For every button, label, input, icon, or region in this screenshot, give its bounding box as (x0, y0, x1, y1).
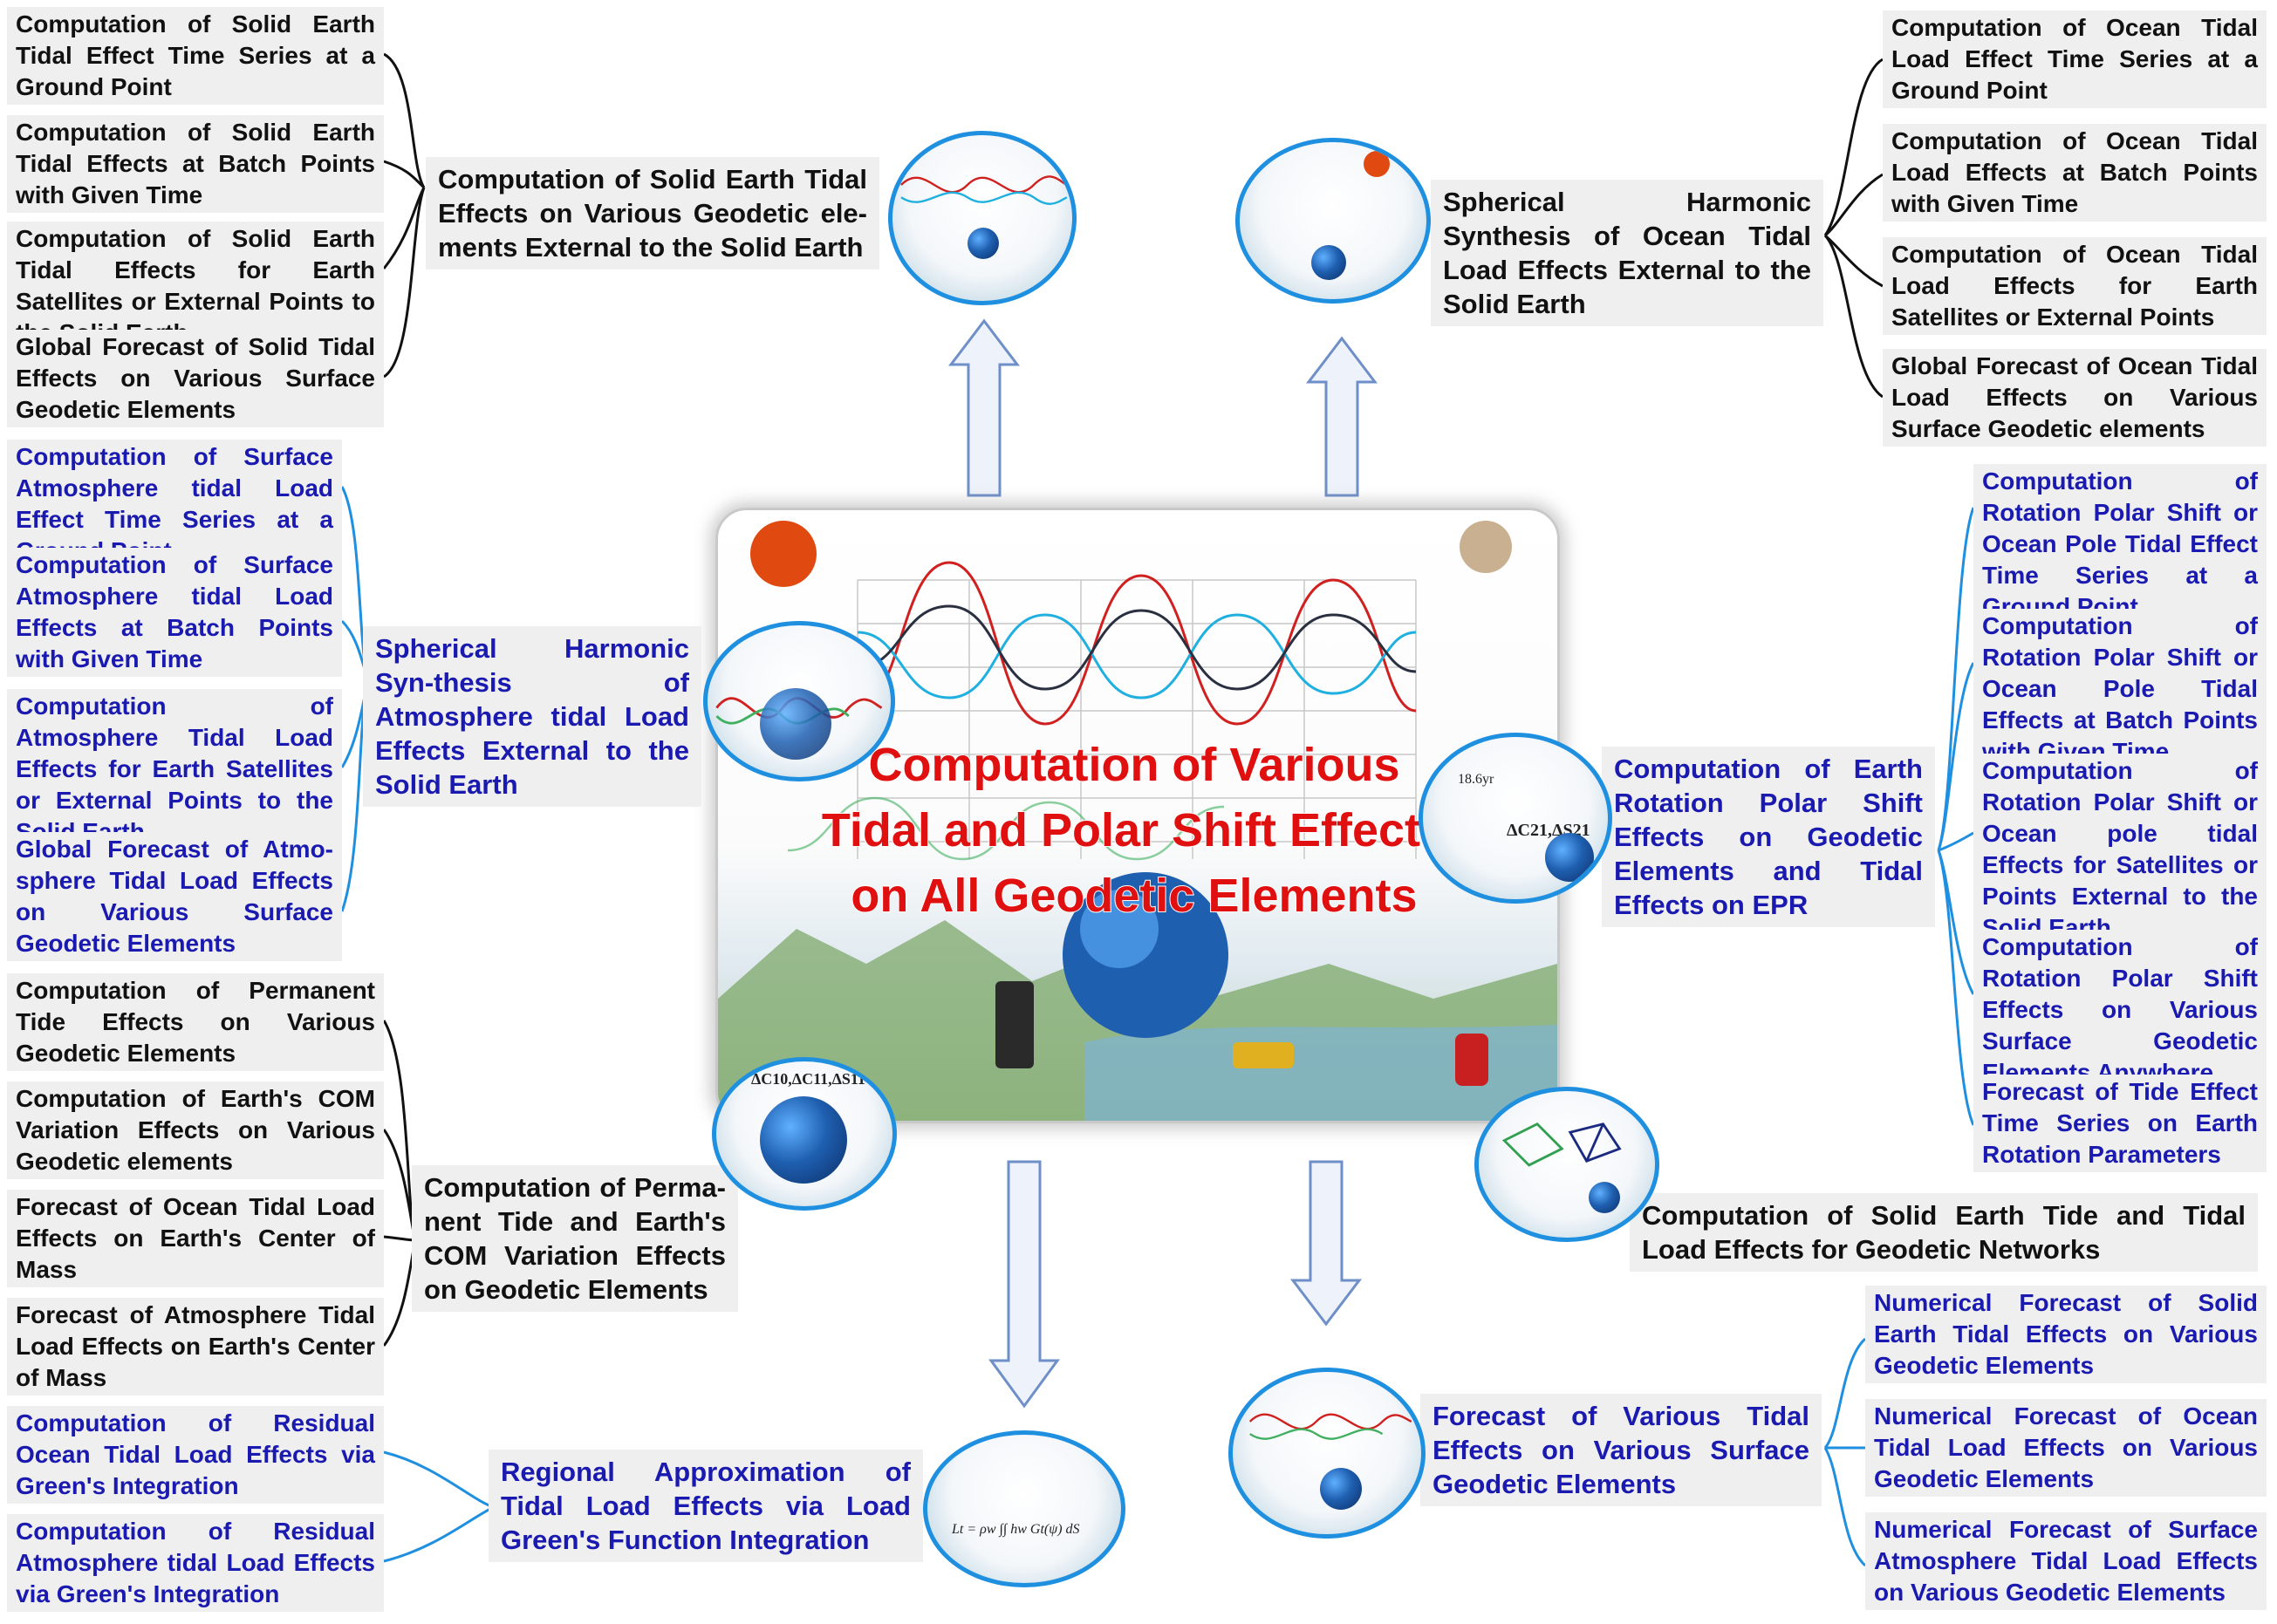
earth-globe-icon (1545, 833, 1594, 882)
center-title-line2: Tidal and Polar Shift Effects (750, 798, 1518, 863)
arrow-up-left (951, 321, 1017, 495)
circle-forecast (1228, 1368, 1426, 1539)
list-item-rotation-1: Computation of Rotation Polar Shift or O… (1973, 464, 2267, 624)
arrow-down-right (1293, 1162, 1359, 1324)
bracket-left-solid (384, 54, 424, 377)
hub-networks: Computation of Solid Earth Tide and Tida… (1630, 1193, 2258, 1272)
earth-globe-icon (1320, 1468, 1362, 1510)
list-item-ocean-2: Computation of Ocean Tidal Load Effects … (1883, 124, 2267, 222)
hub-permanent: Computation of Perma-nent Tide and Earth… (412, 1165, 738, 1312)
hub-atmosphere: Spherical Harmonic Syn-thesis of Atmosph… (363, 626, 701, 807)
list-item-rotation-5: Forecast of Tide Effect Time Series on E… (1973, 1075, 2267, 1172)
earth-globe-icon (760, 688, 831, 760)
circle-ocean-tidal (1235, 138, 1431, 304)
circle-networks (1474, 1087, 1659, 1242)
gravimeter-icon (995, 981, 1034, 1068)
list-item-rotation-4: Computation of Rotation Polar Shift Effe… (1973, 930, 2267, 1090)
list-item-regional-2: Computation of Residual Atmosphere tidal… (7, 1514, 384, 1612)
hub-solid-earth: Computation of Solid Earth Tidal Effects… (426, 157, 879, 270)
center-wave-red (858, 563, 1416, 724)
permanent-label-coeffs: ΔC10,ΔC11,ΔS11 (751, 1070, 865, 1088)
list-item-perm-2: Computation of Earth's COM Variation Eff… (7, 1082, 384, 1179)
earth-globe-icon (968, 228, 999, 259)
bracket-right-forecast (1825, 1339, 1865, 1566)
hub-forecast: Forecast of Various Tidal Effects on Var… (1420, 1394, 1822, 1506)
circle-atmosphere (703, 621, 895, 781)
bracket-right-ocean (1825, 59, 1883, 397)
list-item-ocean-4: Global Forecast of Ocean Tidal Load Effe… (1883, 349, 2267, 447)
list-item-ocean-1: Computation of Ocean Tidal Load Effect T… (1883, 10, 2267, 108)
list-item-perm-1: Computation of Permanent Tide Effects on… (7, 973, 384, 1071)
jupiter-icon (1460, 521, 1512, 573)
hub-rotation: Computation of Earth Rotation Polar Shif… (1602, 747, 1935, 927)
center-wave-dark (858, 606, 1416, 689)
hub-ocean-tidal: Spherical Harmonic Synthesis of Ocean Ti… (1431, 180, 1823, 326)
list-item-perm-4: Forecast of Atmosphere Tidal Load Effect… (7, 1298, 384, 1395)
sun-icon (1364, 151, 1390, 177)
center-title-line3: on All Geodetic Elements (750, 863, 1518, 929)
sun-icon (750, 521, 817, 587)
list-item-ocean-3: Computation of Ocean Tidal Load Effects … (1883, 237, 2267, 335)
circle-regional: Lt = ρw ∫∫ hw Gt(ψ) dS (923, 1430, 1125, 1587)
circle-solid-earth-waves (892, 135, 1072, 301)
arrow-up-right (1309, 338, 1375, 495)
list-item-solid-4: Global Forecast of Solid Tidal Effects o… (7, 330, 384, 427)
arrow-down-left (991, 1162, 1057, 1406)
list-item-regional-1: Computation of Residual Ocean Tidal Load… (7, 1406, 384, 1504)
list-item-atmo-3: Computation of Atmosphere Tidal Load Eff… (7, 689, 342, 850)
list-item-atmo-2: Computation of Surface Atmosphere tidal … (7, 548, 342, 677)
circle-rotation: 18.6yr ΔC21,ΔS21 (1419, 733, 1612, 904)
list-item-rotation-3: Computation of Rotation Polar Shift or O… (1973, 754, 2267, 945)
bracket-left-perm (384, 1020, 415, 1346)
gnss-receiver-icon (1233, 1042, 1294, 1068)
circle-forecast-waves (1233, 1372, 1421, 1534)
list-item-forecast-2: Numerical Forecast of Ocean Tidal Load E… (1865, 1399, 2267, 1497)
circle-solid-earth (888, 131, 1077, 305)
center-wave-cyan (858, 615, 1416, 698)
list-item-forecast-1: Numerical Forecast of Solid Earth Tidal … (1865, 1286, 2267, 1383)
bracket-left-regional (384, 1452, 494, 1561)
list-item-rotation-2: Computation of Rotation Polar Shift or O… (1973, 609, 2267, 769)
tide-buoy-icon (1455, 1034, 1488, 1086)
list-item-atmo-4: Global Forecast of Atmo-sphere Tidal Loa… (7, 832, 342, 961)
list-item-perm-3: Forecast of Ocean Tidal Load Effects on … (7, 1190, 384, 1287)
list-item-solid-1: Computation of Solid Earth Tidal Effect … (7, 7, 384, 105)
rotation-label-period: 18.6yr (1458, 772, 1494, 788)
regional-formula: Lt = ρw ∫∫ hw Gt(ψ) dS (952, 1522, 1080, 1538)
earth-globe-icon (1311, 245, 1346, 280)
earth-globe-icon (1589, 1182, 1620, 1213)
circle-permanent: ΔC10,ΔC11,ΔS11 (712, 1057, 897, 1211)
list-item-solid-2: Computation of Solid Earth Tidal Effects… (7, 115, 384, 213)
circle-networks-mesh (1479, 1091, 1655, 1238)
earth-globe-icon (760, 1096, 847, 1184)
list-item-forecast-3: Numerical Forecast of Surface Atmosphere… (1865, 1512, 2267, 1610)
bracket-right-rotation (1939, 508, 1973, 1125)
hub-regional: Regional Approximation of Tidal Load Eff… (489, 1450, 923, 1562)
